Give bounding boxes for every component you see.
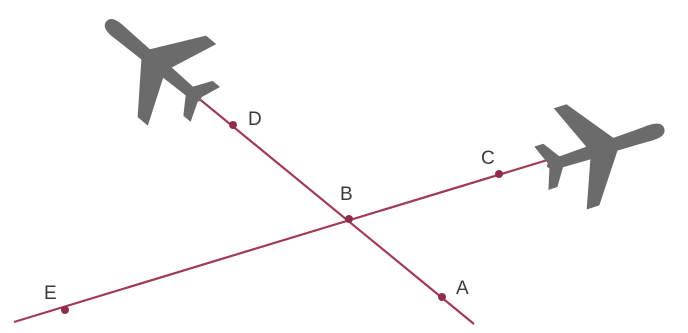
point-e-label: E [44, 283, 57, 304]
airplane-body-icon [104, 19, 220, 126]
point-e-dot [61, 306, 69, 314]
flight-path-line-e-c [13, 156, 555, 324]
point-d-label: D [248, 109, 262, 130]
airplane-right-icon [534, 104, 665, 210]
point-b-label: B [340, 184, 353, 205]
point-c-dot [495, 170, 503, 178]
point-c-label: C [481, 148, 495, 169]
point-a-label: A [456, 278, 469, 299]
point-d-dot [229, 121, 237, 129]
airplane-top-left-icon [104, 19, 220, 126]
point-b-dot [345, 215, 353, 223]
point-a-dot [438, 293, 446, 301]
flight-path-line-d-a [185, 87, 475, 325]
airplane-body-icon [534, 104, 665, 210]
